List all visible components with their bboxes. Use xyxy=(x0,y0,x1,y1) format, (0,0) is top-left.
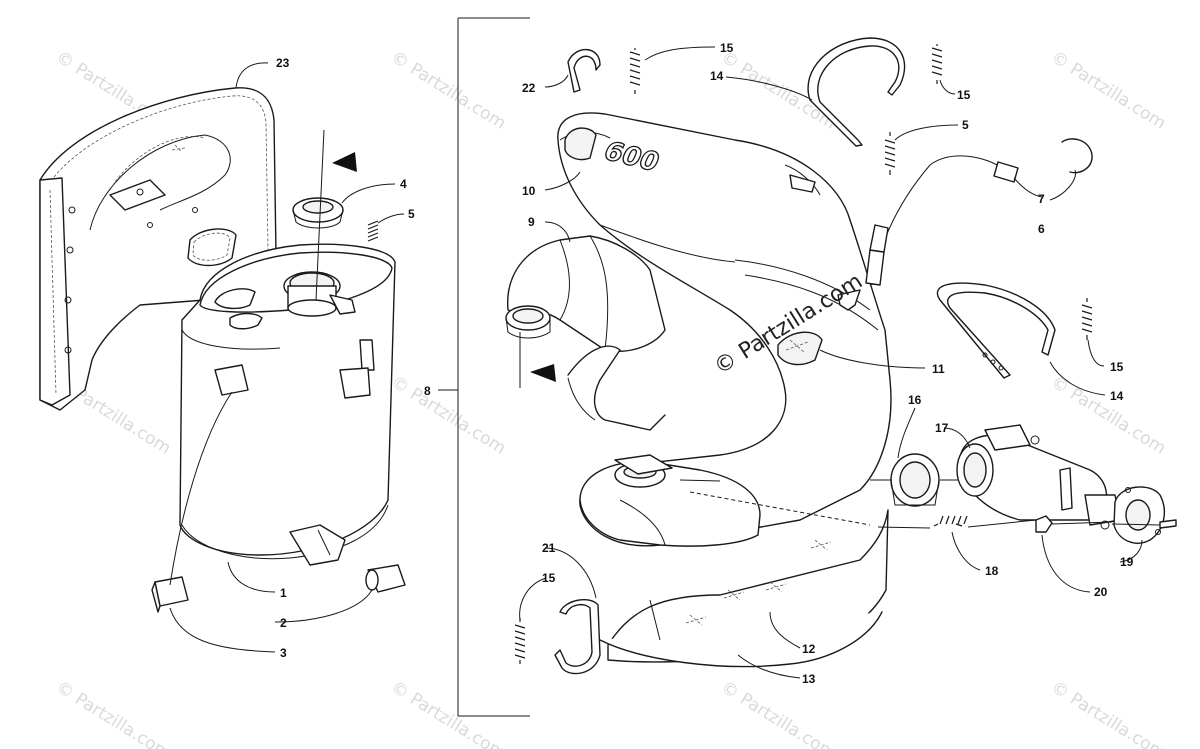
springs-part-15 xyxy=(514,44,1093,664)
callout-10: 10 xyxy=(522,184,536,198)
exhaust-manifold-part-17 xyxy=(956,424,1121,530)
assembly-lines xyxy=(679,479,1161,529)
watermark: © Partzilla.com xyxy=(387,47,509,133)
callout-16: 16 xyxy=(908,393,922,407)
callout-13: 13 xyxy=(802,672,816,686)
nut-part-20 xyxy=(1035,515,1053,533)
callout-20: 20 xyxy=(1094,585,1108,599)
callout-15-top-right: 15 xyxy=(957,88,971,102)
watermark: © Partzilla.com xyxy=(52,677,174,749)
alignment-arrow xyxy=(315,129,357,301)
callout-9: 9 xyxy=(528,215,535,229)
muffler-lower-bracket xyxy=(289,524,346,566)
callout-15-bottom: 15 xyxy=(542,571,556,585)
outlet-arrow xyxy=(519,332,556,388)
grommet-part-2 xyxy=(365,564,406,593)
expansion-chamber-part-10 xyxy=(557,112,892,547)
callout-7: 7 xyxy=(1038,192,1045,206)
callout-23: 23 xyxy=(276,56,290,70)
watermark: © Partzilla.com xyxy=(717,677,839,749)
watermark: © Partzilla.com xyxy=(1047,677,1169,749)
callout-6: 6 xyxy=(1038,222,1045,236)
callout-11: 11 xyxy=(932,362,945,376)
chamber-mid-section xyxy=(567,345,666,431)
chamber-lower-pipe xyxy=(579,454,761,547)
callout-14-top: 14 xyxy=(710,69,724,83)
callout-5-right: 5 xyxy=(962,118,969,132)
callout-22: 22 xyxy=(522,81,536,95)
heat-shield-patch-part-11 xyxy=(777,331,823,366)
callout-21: 21 xyxy=(542,541,556,555)
callout-2: 2 xyxy=(280,616,287,630)
chamber-lower-shell-part-12 xyxy=(599,509,889,668)
muffler-part-1 xyxy=(179,243,396,560)
callout-8: 8 xyxy=(424,384,431,398)
manifold-stud xyxy=(1159,519,1177,529)
callout-12: 12 xyxy=(802,642,816,656)
callout-labels: 23 4 5 1 2 3 8 22 15 14 15 5 7 6 10 9 11… xyxy=(276,41,1134,686)
watermark: © Partzilla.com xyxy=(387,372,509,458)
clamp-band-part-14-upper xyxy=(807,37,906,147)
clamp-band-part-14-lower xyxy=(936,282,1056,379)
leader-lines xyxy=(169,46,1143,679)
watermark: © Partzilla.com xyxy=(387,677,509,749)
callout-5-left: 5 xyxy=(408,207,415,221)
callout-17: 17 xyxy=(935,421,949,435)
callout-4: 4 xyxy=(400,177,407,191)
grommet-part-4 xyxy=(292,197,344,229)
inlet-pipe-part-9 xyxy=(505,235,666,352)
callout-19: 19 xyxy=(1120,555,1134,569)
callout-14-right: 14 xyxy=(1110,389,1124,403)
watermark: © Partzilla.com xyxy=(1047,372,1169,458)
callout-15-right: 15 xyxy=(1110,360,1124,374)
clamp-band-part-21 xyxy=(554,598,601,675)
spring-part-5-left xyxy=(367,220,379,242)
callout-1: 1 xyxy=(280,586,287,600)
heat-shield-part-23 xyxy=(39,87,277,411)
watermark: © Partzilla.com xyxy=(1047,47,1169,133)
clamp-band-part-22 xyxy=(567,48,601,93)
callout-15-top-left: 15 xyxy=(720,41,734,55)
mount-bracket-part-3 xyxy=(151,576,189,613)
gasket-part-19 xyxy=(1113,486,1166,544)
callout-3: 3 xyxy=(280,646,287,660)
egt-sensor-part-6 xyxy=(837,155,1019,311)
assembly-bracket-part-8 xyxy=(438,17,530,717)
exhaust-seal-part-16 xyxy=(890,453,940,507)
retaining-ring-part-7 xyxy=(1061,138,1093,174)
callout-18: 18 xyxy=(985,564,999,578)
